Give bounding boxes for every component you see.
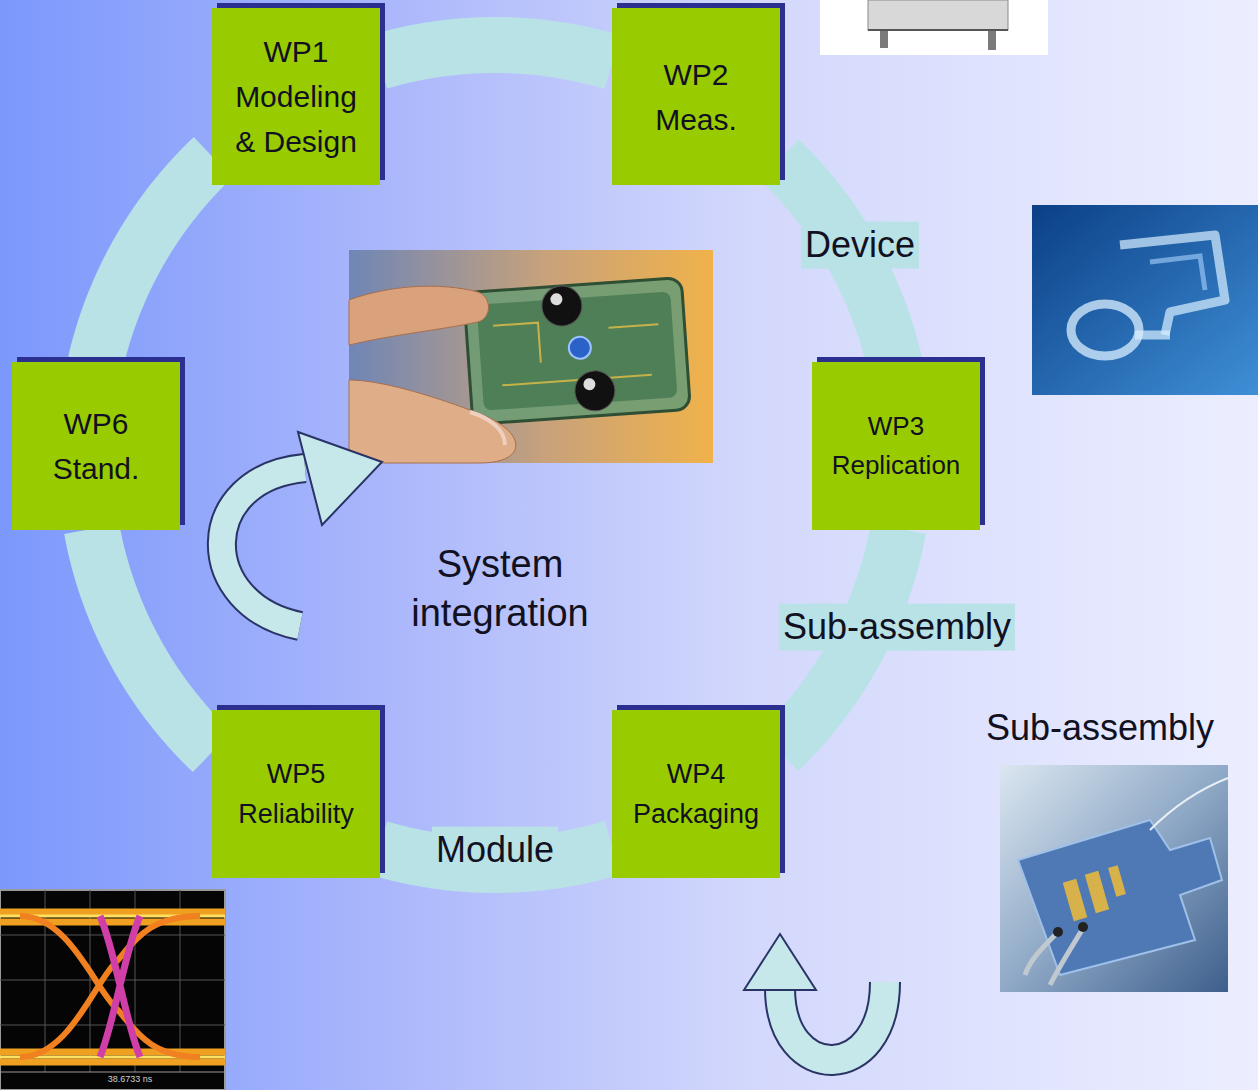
eye-diagram — [0, 890, 225, 1090]
chip-substrate — [1018, 820, 1222, 975]
arrow-body — [780, 982, 885, 1060]
photo-ground — [1000, 765, 1228, 992]
stage-label: Device — [801, 222, 919, 269]
arrow-body — [222, 468, 305, 626]
scope-readout: 38.6733 ns — [70, 1075, 190, 1085]
caption-label: System integration — [375, 540, 625, 639]
scope-baseline — [0, 1072, 225, 1073]
scope-grid — [0, 890, 225, 1072]
center-chip — [568, 336, 591, 359]
ring-segment — [92, 529, 213, 752]
caption-label: Sub-assembly — [975, 705, 1225, 752]
machine-leg — [880, 30, 888, 48]
module-photo — [349, 250, 713, 463]
box-text: WP1 Modeling & Design — [230, 29, 362, 164]
work-package-box: WP1 Modeling & Design — [212, 8, 380, 185]
gold-pad — [1108, 865, 1126, 897]
work-package-box: WP6 Stand. — [12, 362, 180, 530]
machine-edge — [868, 29, 1008, 31]
scope-screen — [0, 890, 225, 1090]
box-text: WP4 Packaging — [630, 754, 762, 835]
work-package-box: WP5 Reliability — [212, 710, 380, 878]
lens-dome — [574, 370, 617, 413]
equipment-photo — [820, 0, 1048, 55]
finger — [349, 286, 489, 345]
gold-pad — [1063, 879, 1087, 921]
eye-crossing — [100, 916, 140, 1057]
lens-dome — [541, 285, 584, 328]
board-traces — [493, 314, 662, 385]
replication-photo — [1032, 205, 1258, 395]
cycle-arrow — [744, 934, 885, 1060]
module-housing — [464, 278, 691, 425]
box-text: WP3 Replication — [830, 407, 962, 485]
clear-part — [1135, 331, 1170, 340]
stage-label: Module — [432, 827, 558, 874]
thumb — [349, 380, 516, 463]
box-text: WP6 Stand. — [30, 401, 162, 491]
machine-body — [868, 0, 1008, 30]
machine-leg — [988, 30, 996, 50]
box-text: WP2 Meas. — [630, 52, 762, 142]
work-package-box: WP4 Packaging — [612, 710, 780, 878]
probe — [1025, 925, 1085, 985]
gold-pad — [1085, 871, 1109, 913]
arrow-outline — [780, 982, 885, 1060]
subassembly-photo — [1000, 765, 1228, 992]
photo-ground — [1032, 205, 1258, 395]
probe-tip — [1053, 927, 1063, 937]
probe-tip — [1078, 922, 1088, 932]
cycle-arrow — [222, 432, 382, 626]
clear-ring — [1071, 304, 1139, 356]
ring-segment — [95, 157, 213, 363]
eye-rail — [0, 916, 225, 1057]
box-text: WP5 Reliability — [230, 754, 362, 835]
photo-ground — [820, 0, 1048, 55]
ring-segment — [379, 45, 612, 62]
clear-part — [1150, 256, 1205, 290]
arrow-outline — [222, 468, 305, 626]
thumbnail — [470, 412, 505, 445]
lens-glint — [583, 378, 596, 391]
fiber — [1150, 778, 1228, 830]
stage-label: Sub-assembly — [779, 604, 1015, 651]
arrow-head — [744, 934, 816, 990]
eye-transition — [20, 916, 200, 1057]
lens-glint — [550, 293, 563, 306]
arrow-head — [298, 432, 382, 525]
photo-ground — [349, 250, 713, 463]
work-package-box: WP3 Replication — [812, 362, 980, 530]
eye-rail — [0, 912, 225, 1062]
work-package-box: WP2 Meas. — [612, 8, 780, 185]
